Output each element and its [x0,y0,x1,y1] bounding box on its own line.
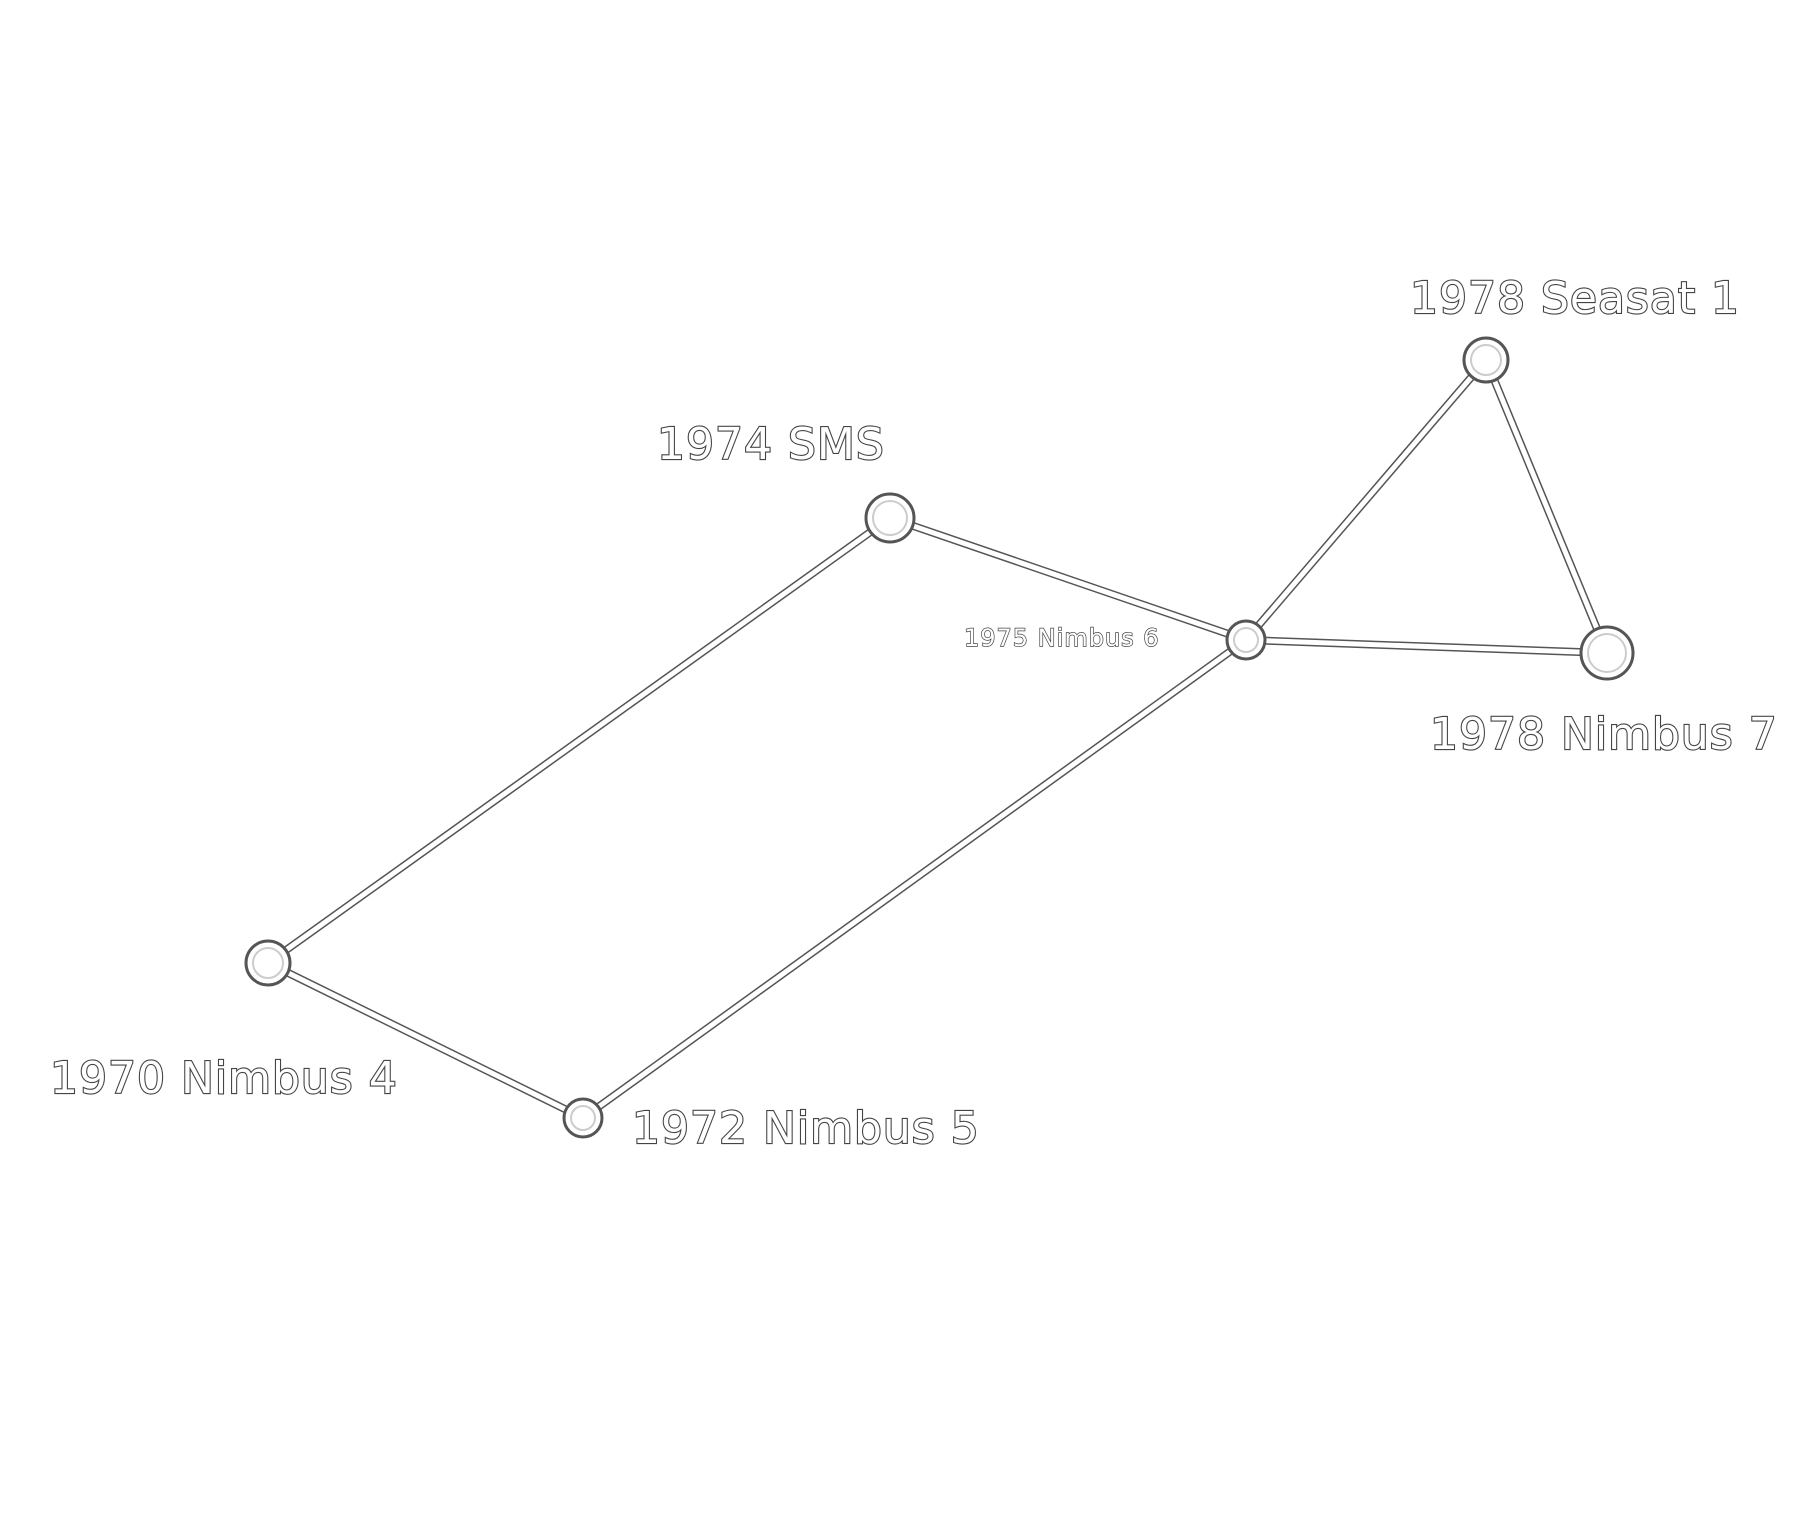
edge-nimbus4-nimbus5 [265,960,586,1121]
label-nimbus4: 1970 Nimbus 4 [50,1053,398,1104]
label-nimbus6: 1975 Nimbus 6 [964,624,1160,652]
edge-nimbus6-seasat1 [1243,357,1489,643]
label-nimbus5: 1972 Nimbus 5 [632,1103,980,1154]
label-seasat1: 1978 Seasat 1 [1410,273,1740,324]
node-nimbus6 [1225,619,1267,661]
node-inner-nimbus5 [570,1105,596,1131]
node-inner-nimbus4 [252,947,284,979]
node-inner-seasat1 [1470,344,1502,376]
label-sms: 1974 SMS [657,419,885,470]
edge-sms-nimbus6 [887,515,1249,643]
node-nimbus5 [562,1097,604,1139]
edge-seasat1-nimbus7 [1483,357,1610,656]
nodes-layer [244,336,1635,1139]
edges-layer [264,356,1611,1122]
edge-nimbus6-nimbus7 [1243,637,1610,656]
labels-layer: 1970 Nimbus 4 1972 Nimbus 5 1974 SMS 197… [49,272,1778,1155]
node-inner-nimbus6 [1233,627,1259,653]
node-inner-sms [872,500,908,536]
edge-nimbus5-nimbus6 [580,637,1249,1121]
node-inner-nimbus7 [1587,633,1627,673]
edge-nimbus4-sms [265,515,893,966]
label-nimbus7: 1978 Nimbus 7 [1430,709,1778,760]
